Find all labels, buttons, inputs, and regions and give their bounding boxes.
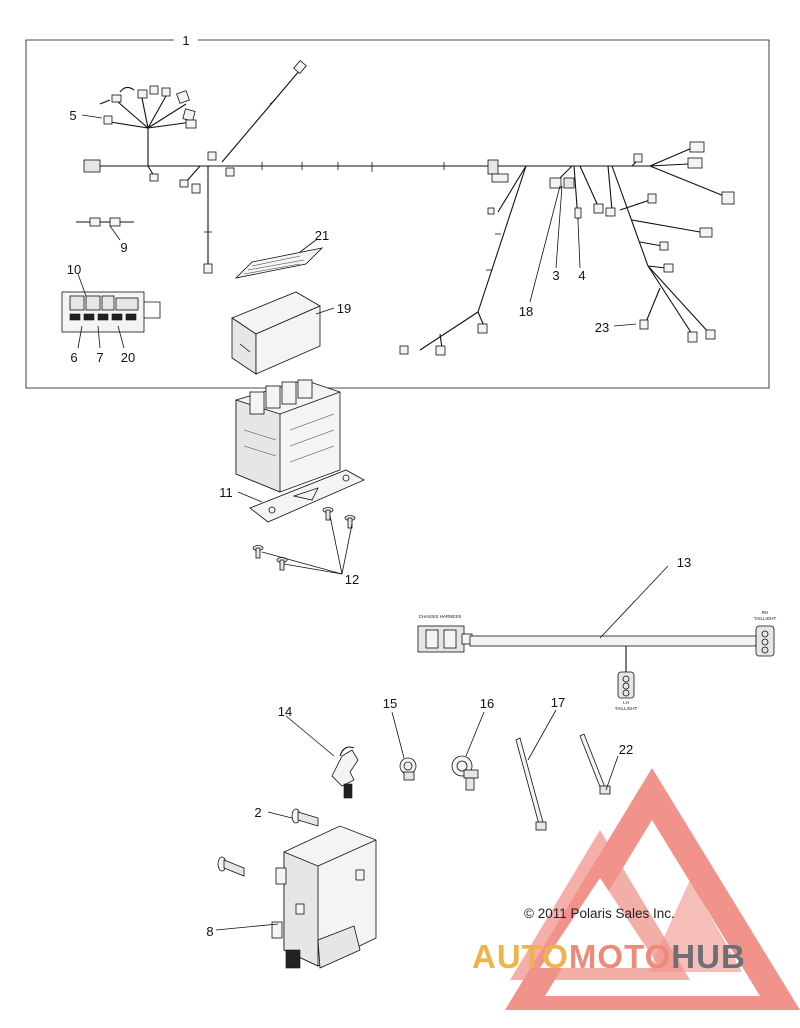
callout-21: 21 xyxy=(315,228,329,243)
rh-label-top: RH xyxy=(762,610,769,615)
label-sheet xyxy=(234,247,324,279)
relay-box-assembly xyxy=(235,379,365,523)
screw-2 xyxy=(291,808,319,827)
fuse-box-small xyxy=(61,291,161,333)
ecu-module xyxy=(271,825,377,969)
callout-4: 4 xyxy=(578,268,585,283)
callout-2: 2 xyxy=(254,805,261,820)
callout-22: 22 xyxy=(619,742,633,757)
callout-6: 6 xyxy=(70,350,77,365)
callout-23: 23 xyxy=(595,320,609,335)
callout-1: 1 xyxy=(182,33,189,48)
callout-14: 14 xyxy=(278,704,292,719)
brand-part-hub: HUB xyxy=(671,938,746,975)
main-wire-harness xyxy=(83,60,735,356)
screw-2-second xyxy=(217,856,245,877)
leader-lines xyxy=(77,114,669,931)
callout-10: 10 xyxy=(67,262,81,277)
callout-9: 9 xyxy=(120,240,127,255)
callout-5: 5 xyxy=(69,108,76,123)
copyright-text: © 2011 Polaris Sales Inc. xyxy=(524,906,675,921)
cable-tie-17 xyxy=(515,737,547,831)
watermark-logo xyxy=(505,768,800,1010)
callout-8: 8 xyxy=(206,924,213,939)
taillight-harness: CHASSIS HARNESS RH TAILLIGHT LH TAILLIGH… xyxy=(417,610,777,711)
callout-18: 18 xyxy=(519,304,533,319)
callout-11: 11 xyxy=(219,485,233,500)
callout-3: 3 xyxy=(552,268,559,283)
callout-15: 15 xyxy=(383,696,397,711)
chassis-harness-label: CHASSIS HARNESS xyxy=(419,614,462,619)
callout-17: 17 xyxy=(551,695,565,710)
callout-7: 7 xyxy=(96,350,103,365)
cable-clamp-15 xyxy=(399,757,417,781)
brand-part-moto: MOTO xyxy=(568,938,672,975)
brand-part-auto: AUTO xyxy=(472,938,569,975)
fuse-link-part xyxy=(76,217,134,227)
harness-end-connector xyxy=(83,159,101,173)
callout-19: 19 xyxy=(337,301,351,316)
callout-12: 12 xyxy=(345,572,359,587)
brand-watermark: AUTOMOTOHUB xyxy=(472,938,746,976)
lh-label-top: LH xyxy=(623,700,629,705)
callout-13: 13 xyxy=(677,555,691,570)
cable-clamp-16 xyxy=(451,755,479,791)
callout-16: 16 xyxy=(480,696,494,711)
rh-label-bottom: TAILLIGHT xyxy=(754,616,777,621)
fuse-box-cover xyxy=(231,291,321,375)
cable-tie-22 xyxy=(579,733,611,795)
harness-clip xyxy=(331,746,359,799)
callout-20: 20 xyxy=(121,350,135,365)
callout-labels: 1 2 3 4 5 6 7 8 9 10 11 12 13 14 15 16 1… xyxy=(67,33,691,939)
lh-label-bottom: TAILLIGHT xyxy=(615,706,638,711)
assembly-frame xyxy=(25,39,770,389)
